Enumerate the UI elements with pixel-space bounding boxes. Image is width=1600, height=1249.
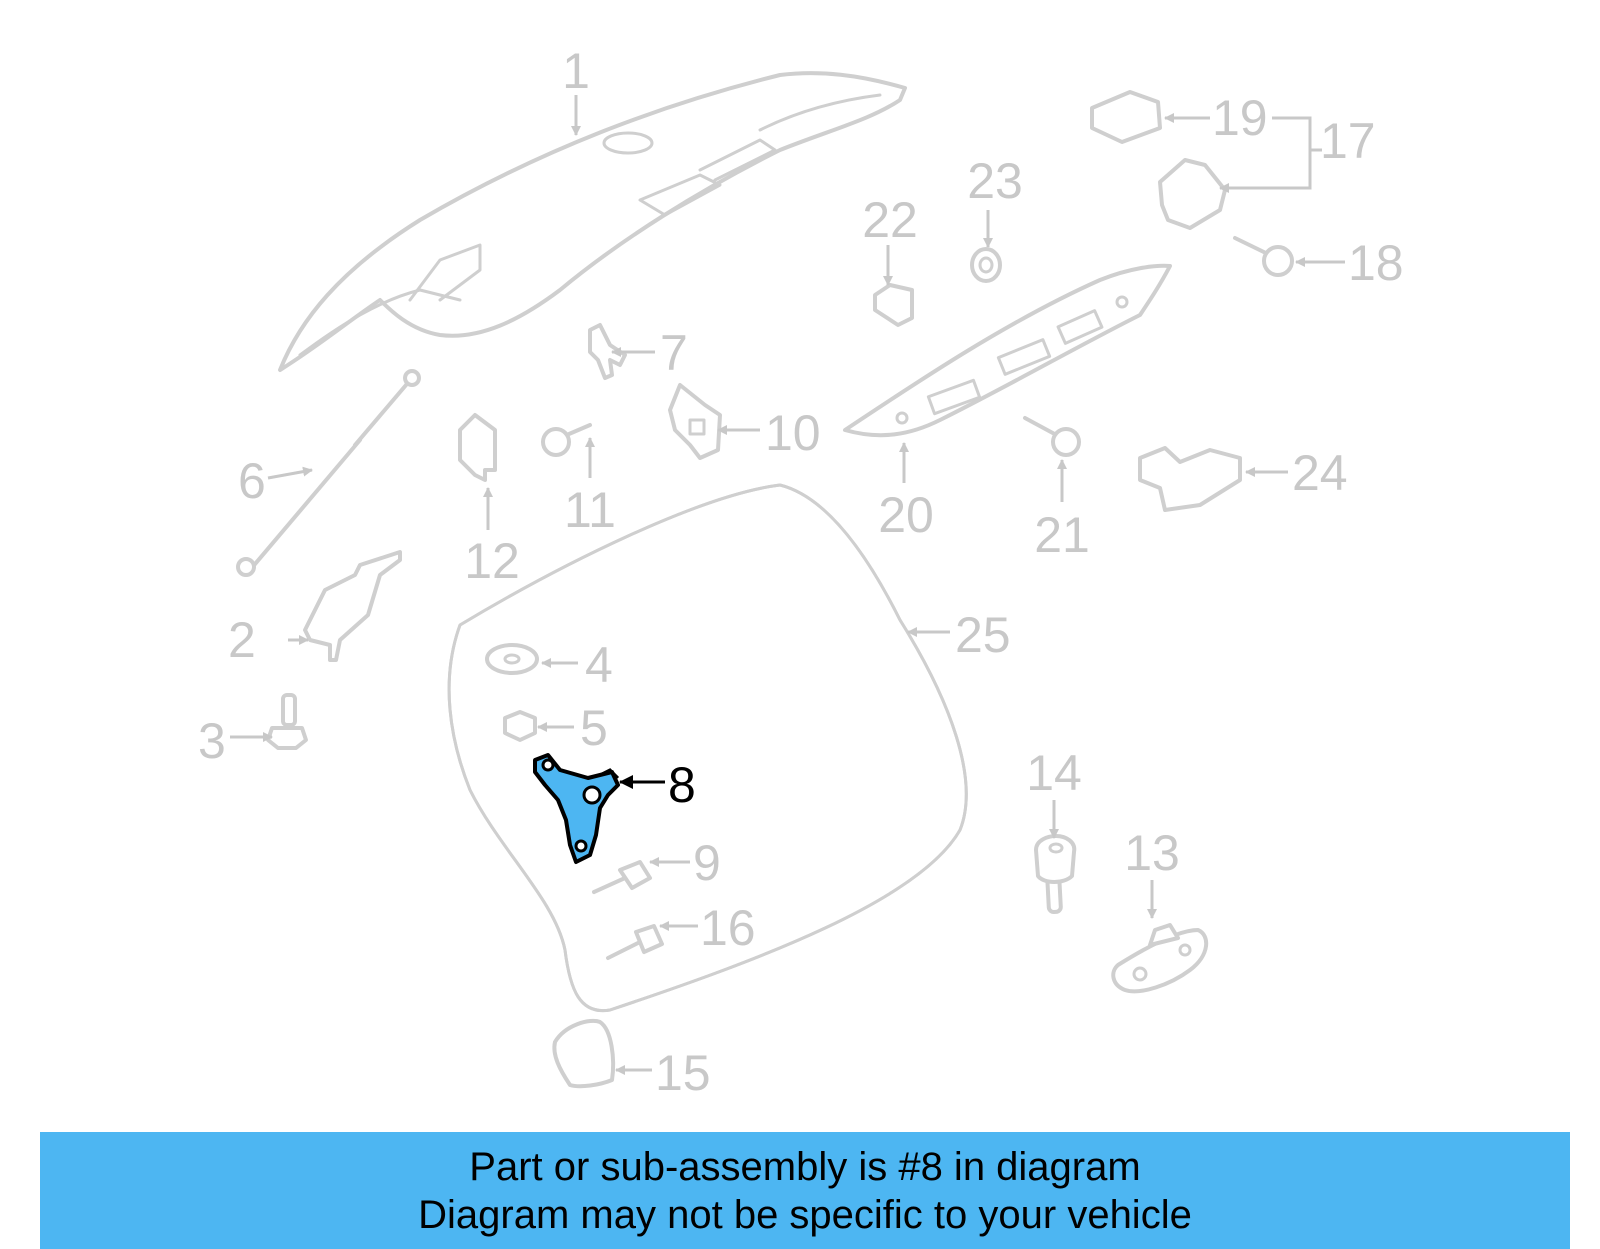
callout-10: 10 xyxy=(765,405,821,461)
callout-13: 13 xyxy=(1124,825,1180,881)
callout-6: 6 xyxy=(238,453,266,509)
part-21-bolt xyxy=(1023,416,1081,457)
part-1-liftgate-panel xyxy=(278,71,907,372)
callout-22: 22 xyxy=(862,192,918,248)
callout-16: 16 xyxy=(700,900,756,956)
callout-12: 12 xyxy=(464,533,520,589)
part-10-latch xyxy=(668,383,722,460)
callout-7: 7 xyxy=(660,325,688,381)
part-25-weatherstrip xyxy=(447,483,968,1013)
part-4-washer xyxy=(485,643,539,675)
part-24-latch-bracket xyxy=(1138,446,1242,512)
part-18-bolt xyxy=(1233,236,1294,277)
banner-line-2: Diagram may not be specific to your vehi… xyxy=(418,1192,1192,1237)
callout-8: 8 xyxy=(668,757,696,813)
callout-17: 17 xyxy=(1320,113,1376,169)
part-20-applique xyxy=(843,263,1172,438)
part-9-bolt xyxy=(592,860,652,894)
info-banner: Part or sub-assembly is #8 in diagram Di… xyxy=(40,1132,1570,1249)
part-19-connector xyxy=(1090,90,1162,144)
callout-4: 4 xyxy=(585,637,613,693)
callout-20: 20 xyxy=(878,487,934,543)
part-5-nut xyxy=(503,710,537,742)
callout-3: 3 xyxy=(198,713,226,769)
callout-15: 15 xyxy=(655,1045,711,1101)
part-3-bolt xyxy=(266,693,308,750)
part-22-clip xyxy=(873,283,914,327)
part-2-hinge-bracket xyxy=(303,550,402,662)
part-17-module xyxy=(1158,158,1227,230)
part-12-bracket xyxy=(458,413,497,482)
callout-24: 24 xyxy=(1292,445,1348,501)
part-7-clip xyxy=(588,323,627,380)
part-16-bolt xyxy=(606,924,664,960)
callout-9: 9 xyxy=(693,835,721,891)
callout-23: 23 xyxy=(967,153,1023,209)
callout-18: 18 xyxy=(1348,235,1404,291)
callout-2: 2 xyxy=(228,612,256,668)
banner-line-1: Part or sub-assembly is #8 in diagram xyxy=(469,1144,1141,1189)
part-15-trim-cap xyxy=(552,1019,616,1089)
part-6-gas-strut xyxy=(236,369,421,577)
callout-11: 11 xyxy=(564,482,616,538)
callouts: 1 2 3 4 5 6 7 8 9 10 11 12 13 14 15 16 xyxy=(198,43,1404,1101)
part-8-hinge-highlighted xyxy=(533,753,620,864)
part-11-bolt xyxy=(541,423,592,457)
callout-25: 25 xyxy=(955,607,1011,663)
callout-14: 14 xyxy=(1026,745,1082,801)
part-23-nut xyxy=(970,247,1002,283)
callout-1: 1 xyxy=(562,43,590,99)
callout-21: 21 xyxy=(1034,507,1090,563)
callout-19: 19 xyxy=(1212,90,1268,146)
part-13-striker xyxy=(1111,923,1209,994)
part-14-bumper xyxy=(1034,834,1077,915)
callout-5: 5 xyxy=(580,700,608,756)
